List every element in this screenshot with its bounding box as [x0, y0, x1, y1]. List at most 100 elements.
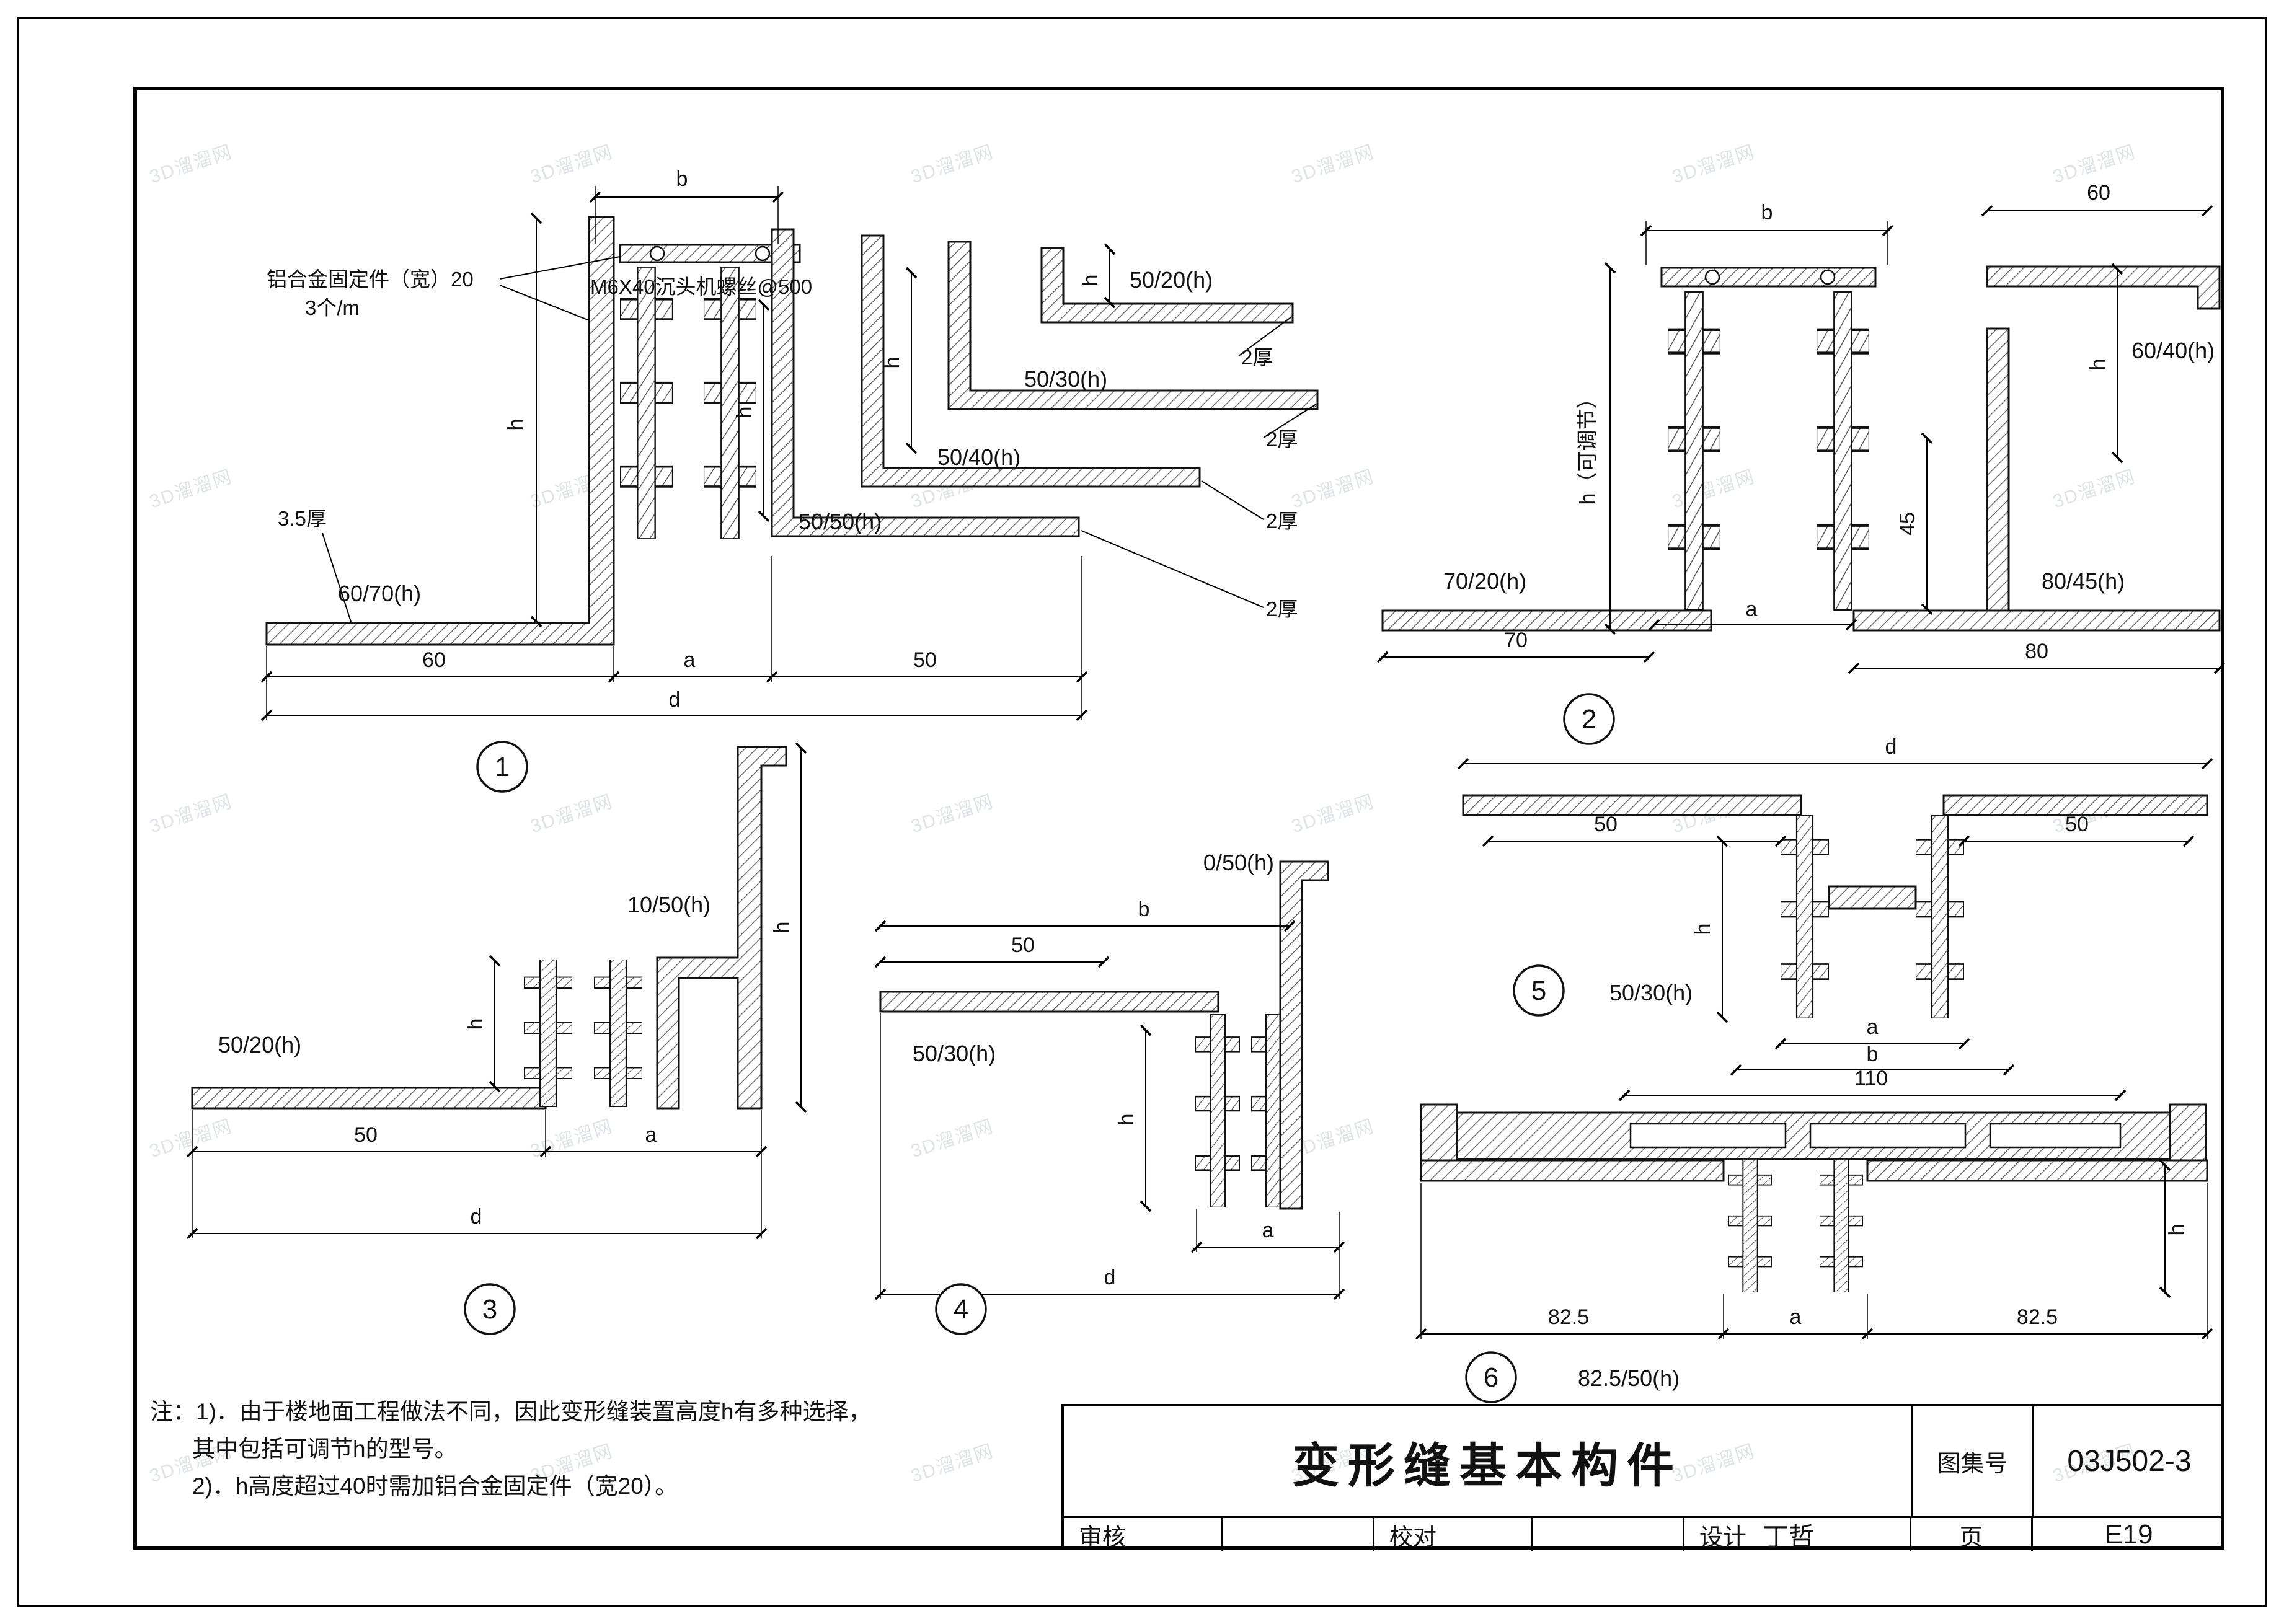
dim-label-82-5: 82.5	[2017, 1305, 2058, 1329]
fixing-bar	[1660, 267, 1877, 288]
title-block-row-2: 审核 校对 设计 丁哲 页 E19	[1064, 1516, 2224, 1551]
bottom-plate-left	[1420, 1159, 1725, 1182]
detail-6-badge	[1465, 1351, 1517, 1403]
thickness-3-5-label: 3.5厚	[278, 507, 327, 530]
profile-0-50	[1279, 860, 1329, 1210]
dim-label-h: h	[464, 1018, 487, 1030]
profile-60-70	[265, 216, 615, 646]
dim-label-h: h	[1691, 924, 1715, 935]
detail-2-number: 2	[1582, 704, 1596, 735]
profile-50-40	[861, 234, 1201, 488]
dim-label-a: a	[1790, 1305, 1802, 1329]
detail-4-badge	[935, 1283, 987, 1335]
dim-label-d: d	[471, 1205, 482, 1229]
profile-60-40	[1986, 265, 2221, 310]
dim-label-h: h	[2165, 1224, 2189, 1236]
dim-label-h: h	[770, 922, 794, 933]
profile-label-80-45: 80/45(h)	[2042, 568, 2125, 594]
dim-label-h: h	[1079, 275, 1102, 286]
slot	[1989, 1123, 2122, 1149]
designer-name: 丁哲	[1763, 1522, 1815, 1551]
profile-label-50-30: 50/30(h)	[1024, 366, 1107, 392]
profile-label-70-20: 70/20(h)	[1443, 568, 1526, 594]
screw-head	[1704, 269, 1720, 285]
profile-10-50	[656, 746, 787, 1110]
screw-note: M6X40沉头机螺丝@500	[590, 275, 812, 298]
center-web	[1828, 885, 1917, 910]
end-cap-left	[1420, 1103, 1458, 1165]
detail-3-dimensions	[186, 742, 807, 1240]
thickness-2-label: 2厚	[1266, 510, 1298, 532]
dim-label-a: a	[645, 1123, 657, 1147]
drawing-frame	[133, 87, 2224, 1550]
profile-label-10-50: 10/50(h)	[627, 892, 710, 917]
bottom-plate-right	[1866, 1159, 2208, 1182]
profile-label-60-40: 60/40(h)	[2131, 338, 2215, 363]
dim-label-82-5: 82.5	[1548, 1305, 1589, 1329]
profile-label-0-50: 0/50(h)	[1203, 850, 1274, 875]
title-block-row-1: 变形缝基本构件 图集号 03J502-3	[1064, 1406, 2224, 1516]
page-label: 页	[1910, 1518, 2031, 1551]
note-line-3: 2)．h高度超过40时需加铝合金固定件（宽20）。	[192, 1473, 678, 1499]
profile-label-50-20: 50/20(h)	[1130, 267, 1213, 293]
dim-label-50: 50	[2065, 813, 2089, 836]
dim-label-h: h	[2086, 359, 2110, 371]
dim-label-110: 110	[1854, 1067, 1888, 1090]
page-number: E19	[2031, 1518, 2224, 1551]
profile-50-50	[771, 228, 1080, 537]
dim-label-b: b	[1138, 898, 1150, 921]
profile-label-50-30: 50/30(h)	[913, 1041, 996, 1066]
detail-5: d 50 50 h 50/30(h) a b 5	[1457, 735, 2213, 1076]
detail-3: h h 10/50(h) 50/20(h) 50 a d 3	[186, 742, 807, 1335]
thickness-2-label: 2厚	[1266, 428, 1298, 451]
detail-6: 110 h 82.5 a 82.5 82.5/50(h) 6	[1415, 1067, 2213, 1403]
dim-label-50: 50	[1594, 813, 1618, 836]
profile-50-20	[191, 1087, 547, 1110]
title-block: 变形缝基本构件 图集号 03J502-3 审核 校对 设计 丁哲 页 E19	[1061, 1404, 2224, 1551]
dim-label-b: b	[1867, 1043, 1879, 1066]
profile-label-50-50: 50/50(h)	[799, 509, 882, 534]
slot	[1629, 1123, 1787, 1149]
review-label: 审核	[1079, 1524, 1127, 1551]
screw-head	[1820, 269, 1836, 285]
detail-2-badge	[1563, 693, 1615, 745]
dim-label-50: 50	[913, 648, 937, 672]
dim-label-50: 50	[354, 1123, 378, 1147]
profile-label-50-30: 50/30(h)	[1609, 980, 1693, 1005]
profile-70-20	[1381, 609, 1712, 632]
slot	[1809, 1123, 1967, 1149]
note-line-1: 注：1)．由于楼地面工程做法不同，因此变形缝装置高度h有多种选择，	[150, 1399, 872, 1424]
profile-label-50-40: 50/40(h)	[937, 444, 1020, 470]
dim-label-80: 80	[2025, 640, 2048, 663]
detail-1: b h 铝合金固定件（宽）20 3个/m M6X40沉头机螺丝@500 3.5厚…	[260, 167, 1319, 793]
detail-5-badge	[1513, 964, 1565, 1017]
detail-1-badge	[476, 741, 528, 793]
detail-5-profiles	[1462, 794, 2208, 1018]
detail-6-profiles	[1420, 1103, 2208, 1292]
screw-head	[755, 245, 771, 262]
detail-4-profiles	[879, 860, 1329, 1210]
dim-label-a: a	[1746, 598, 1758, 621]
detail-3-badge	[464, 1283, 516, 1335]
dim-label-h: h	[1115, 1114, 1138, 1126]
drawing-title: 变形缝基本构件	[1292, 1439, 1683, 1493]
dim-label-h-adjustable: h（可调节）	[1576, 388, 1600, 505]
detail-2-dimensions	[1376, 205, 2226, 674]
profile-label-50-20: 50/20(h)	[218, 1032, 301, 1057]
profile-50-30	[947, 241, 1319, 410]
fixing-note-line1: 铝合金固定件（宽）20	[267, 268, 474, 291]
top-plate-right	[1942, 794, 2208, 816]
dim-label-d: d	[1885, 735, 1897, 759]
detail-1-number: 1	[495, 752, 510, 782]
design-label: 设计	[1699, 1524, 1747, 1551]
profile-50-30	[879, 991, 1219, 1013]
outer-border	[17, 17, 2267, 1607]
dim-label-a: a	[1262, 1219, 1274, 1242]
design-cell: 设计 丁哲	[1683, 1518, 1910, 1551]
atlas-number-value: 03J502-3	[2032, 1406, 2224, 1516]
dim-label-d: d	[1104, 1266, 1116, 1289]
dim-label-h: h	[733, 407, 756, 418]
atlas-number-label: 图集号	[1911, 1406, 2032, 1516]
profile-label-60-70: 60/70(h)	[338, 581, 421, 606]
